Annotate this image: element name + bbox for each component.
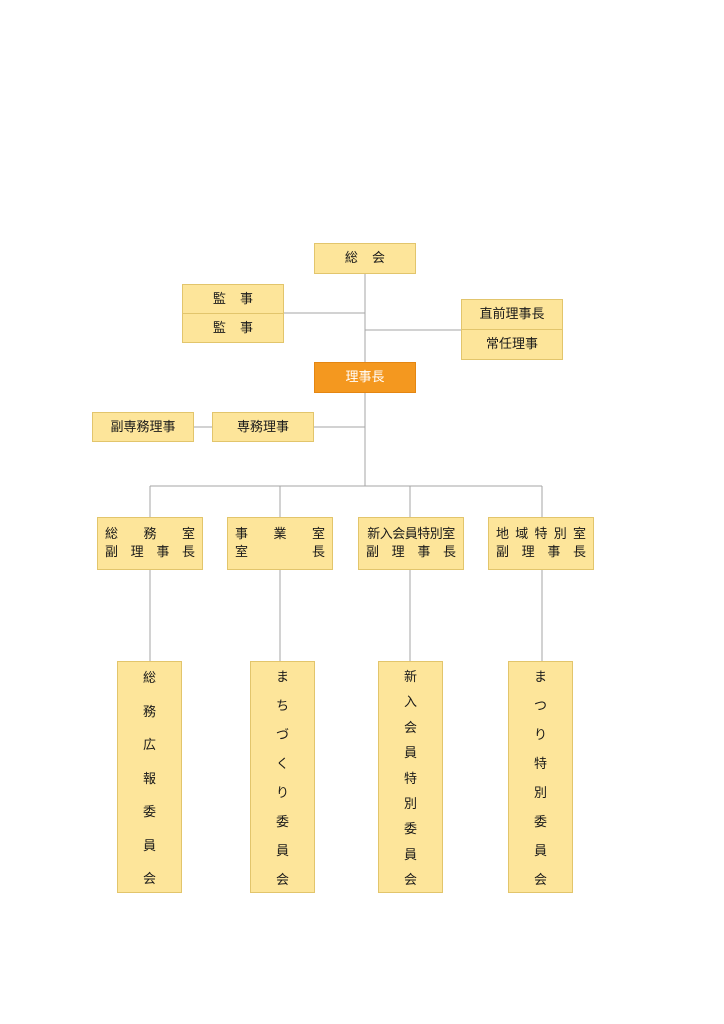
committee-char: 員 bbox=[403, 746, 417, 762]
office-line-1: 地 域 特 別 室 bbox=[496, 528, 586, 542]
committee-char: ま bbox=[533, 670, 547, 685]
office-line-2: 室 長 bbox=[235, 544, 325, 560]
committee-char: り bbox=[533, 728, 547, 743]
committee-char: ま bbox=[275, 670, 289, 685]
office-char: 長 bbox=[572, 544, 586, 560]
committee-char: 員 bbox=[142, 838, 156, 854]
committee-char: 入 bbox=[403, 695, 417, 711]
office-line-2: 副 理 事 長 bbox=[496, 544, 586, 560]
office-char: 事 bbox=[156, 544, 170, 560]
committee-char: 務 bbox=[142, 704, 156, 720]
office-char: 長 bbox=[311, 544, 325, 560]
committee-char: 会 bbox=[403, 720, 417, 736]
office-box-business: 事 業 室 室 長 bbox=[227, 517, 333, 570]
office-line-1: 総 務 室 bbox=[105, 528, 195, 542]
office-char: 長 bbox=[442, 544, 456, 560]
office-char: 別 bbox=[553, 526, 567, 542]
committee-char: 員 bbox=[403, 847, 417, 863]
office-line-2: 副 理 事 長 bbox=[105, 544, 195, 560]
office-line-2: 副 理 事 長 bbox=[366, 544, 456, 560]
former-chair-label: 直前理事長 bbox=[479, 307, 545, 322]
office-char: 業 bbox=[273, 526, 287, 542]
committee-char: づ bbox=[275, 728, 289, 743]
office-char: 室 bbox=[572, 526, 586, 542]
committee-box-festival: ま つ り 特 別 委 員 会 bbox=[508, 661, 573, 893]
office-box-general-affairs: 総 務 室 副 理 事 長 bbox=[97, 517, 203, 570]
office-char: 副 bbox=[496, 544, 510, 560]
committee-char: 新 bbox=[403, 670, 417, 685]
committee-char: ち bbox=[275, 699, 289, 714]
executive-director-label: 専務理事 bbox=[236, 419, 289, 435]
office-char: 理 bbox=[391, 544, 405, 560]
committee-char: 特 bbox=[533, 757, 547, 772]
committee-char: 員 bbox=[533, 844, 547, 859]
committee-char: 委 bbox=[142, 805, 156, 820]
office-char: 理 bbox=[130, 544, 144, 560]
committee-char: 報 bbox=[142, 771, 156, 787]
general-meeting-label: 総 会 bbox=[344, 251, 391, 266]
auditor-box-2: 監 事 bbox=[182, 313, 284, 343]
committee-char: 総 bbox=[142, 671, 156, 686]
office-char: 事 bbox=[547, 544, 561, 560]
standing-director-label: 常任理事 bbox=[485, 337, 538, 352]
vice-executive-director-label: 副専務理事 bbox=[110, 419, 176, 435]
committee-box-general-affairs-pr: 総 務 広 報 委 員 会 bbox=[117, 661, 182, 893]
office-char: 長 bbox=[181, 544, 195, 560]
committee-char: 会 bbox=[142, 872, 156, 887]
office-char: 理 bbox=[521, 544, 535, 560]
committee-char: 会 bbox=[275, 873, 289, 888]
office-char: 副 bbox=[105, 544, 119, 560]
executive-director-box: 専務理事 bbox=[212, 412, 314, 442]
chair-box: 理事長 bbox=[314, 362, 416, 393]
committee-char: 会 bbox=[403, 873, 417, 888]
office-char: 新入会員特別室 bbox=[367, 526, 455, 542]
committee-char: 員 bbox=[275, 844, 289, 859]
office-char: 事 bbox=[235, 526, 249, 542]
general-meeting-box: 総 会 bbox=[314, 243, 416, 274]
office-char: 事 bbox=[417, 544, 431, 560]
committee-char: 委 bbox=[403, 822, 417, 838]
office-box-regional: 地 域 特 別 室 副 理 事 長 bbox=[488, 517, 594, 570]
auditor-label: 監 事 bbox=[212, 320, 259, 336]
office-char: 副 bbox=[366, 544, 380, 560]
auditor-label: 監 事 bbox=[212, 291, 259, 307]
office-char: 室 bbox=[181, 526, 195, 542]
committee-char: り bbox=[275, 786, 289, 801]
former-chair-box: 直前理事長 bbox=[461, 299, 563, 330]
office-char: 域 bbox=[515, 526, 529, 542]
committee-char: 委 bbox=[275, 815, 289, 830]
committee-char: 委 bbox=[533, 815, 547, 830]
committee-char: つ bbox=[533, 699, 547, 714]
committee-box-town-planning: ま ち づ く り 委 員 会 bbox=[250, 661, 315, 893]
office-char: 地 bbox=[496, 526, 510, 542]
office-char: 総 bbox=[105, 526, 119, 542]
committee-char: 別 bbox=[403, 796, 417, 812]
auditor-box-1: 監 事 bbox=[182, 284, 284, 314]
office-box-new-members: 新入会員特別室 副 理 事 長 bbox=[358, 517, 464, 570]
committee-char: く bbox=[275, 757, 289, 772]
vice-executive-director-box: 副専務理事 bbox=[92, 412, 194, 442]
committee-char: 特 bbox=[403, 771, 417, 787]
committee-box-new-members: 新 入 会 員 特 別 委 員 会 bbox=[378, 661, 443, 893]
office-char: 特 bbox=[534, 526, 548, 542]
committee-char: 広 bbox=[142, 738, 156, 753]
chair-label: 理事長 bbox=[345, 370, 385, 385]
office-char: 室 bbox=[311, 526, 325, 542]
committee-char: 別 bbox=[533, 786, 547, 801]
office-line-1: 新入会員特別室 bbox=[366, 528, 456, 542]
office-char: 室 bbox=[235, 544, 249, 560]
standing-director-box: 常任理事 bbox=[461, 329, 563, 360]
office-char: 務 bbox=[143, 526, 157, 542]
office-line-1: 事 業 室 bbox=[235, 528, 325, 542]
committee-char: 会 bbox=[533, 873, 547, 888]
